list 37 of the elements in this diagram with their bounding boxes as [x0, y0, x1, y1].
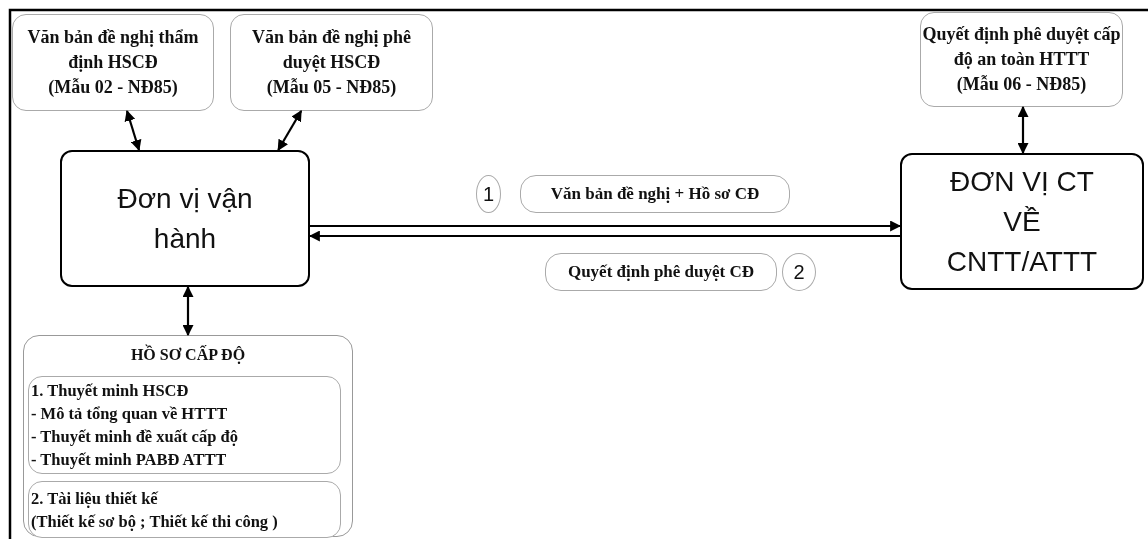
node-text: (Mẫu 06 - NĐ85) [956, 73, 1087, 96]
document-list-box [28, 376, 341, 474]
document-box [230, 14, 433, 111]
document-box [12, 14, 214, 111]
arrow [1017, 105, 1029, 155]
node-text: - Mô tả tổng quan về HTTT [31, 403, 228, 425]
node-text: Văn bản đề nghị phê duyệt HSCĐ [250, 26, 413, 74]
node-text: 1. Thuyết minh HSCĐ [31, 380, 189, 402]
node-text: (Mẫu 05 - NĐ85) [266, 76, 397, 99]
arrow [310, 220, 902, 232]
node-text: 1 [482, 183, 495, 205]
node-text: Văn bản đề nghị + Hồ sơ CĐ [550, 183, 760, 205]
record-group-box [23, 335, 353, 537]
document-box [920, 12, 1123, 107]
node-text: Đơn vị vận hành [116, 181, 254, 256]
node-text: (Mẫu 02 - NĐ85) [48, 76, 178, 99]
step-number-circle [476, 175, 501, 213]
arrow [182, 285, 194, 337]
message-label-box [545, 253, 777, 291]
arrow [124, 109, 142, 152]
organization-box [60, 150, 310, 287]
node-text: 2. Tài liệu thiết kế [31, 487, 158, 510]
node-text: Quyết định phê duyệt CĐ [567, 261, 755, 283]
node-text: Văn bản đề nghị thẩm định HSCĐ [26, 26, 200, 74]
node-text: (Thiết kế sơ bộ ; Thiết kế thi công ) [31, 510, 278, 533]
node-text: ĐƠN VỊ CT VỀ CNTT/ATTT [945, 164, 1099, 279]
node-text: 2 [793, 261, 805, 283]
step-number-circle [782, 253, 816, 291]
node-text: Quyết định phê duyệt cấp độ an toàn HTTT [921, 23, 1122, 71]
node-text: - Thuyết minh PABĐ ATTT [31, 449, 227, 471]
arrow [277, 110, 303, 151]
organization-box [900, 153, 1144, 290]
node-text: - Thuyết minh đề xuất cấp độ [31, 426, 238, 448]
document-list-box [28, 481, 341, 538]
arrow [308, 230, 900, 242]
message-label-box [520, 175, 790, 213]
group-heading: HỒ SƠ CẤP ĐỘ [130, 344, 246, 366]
